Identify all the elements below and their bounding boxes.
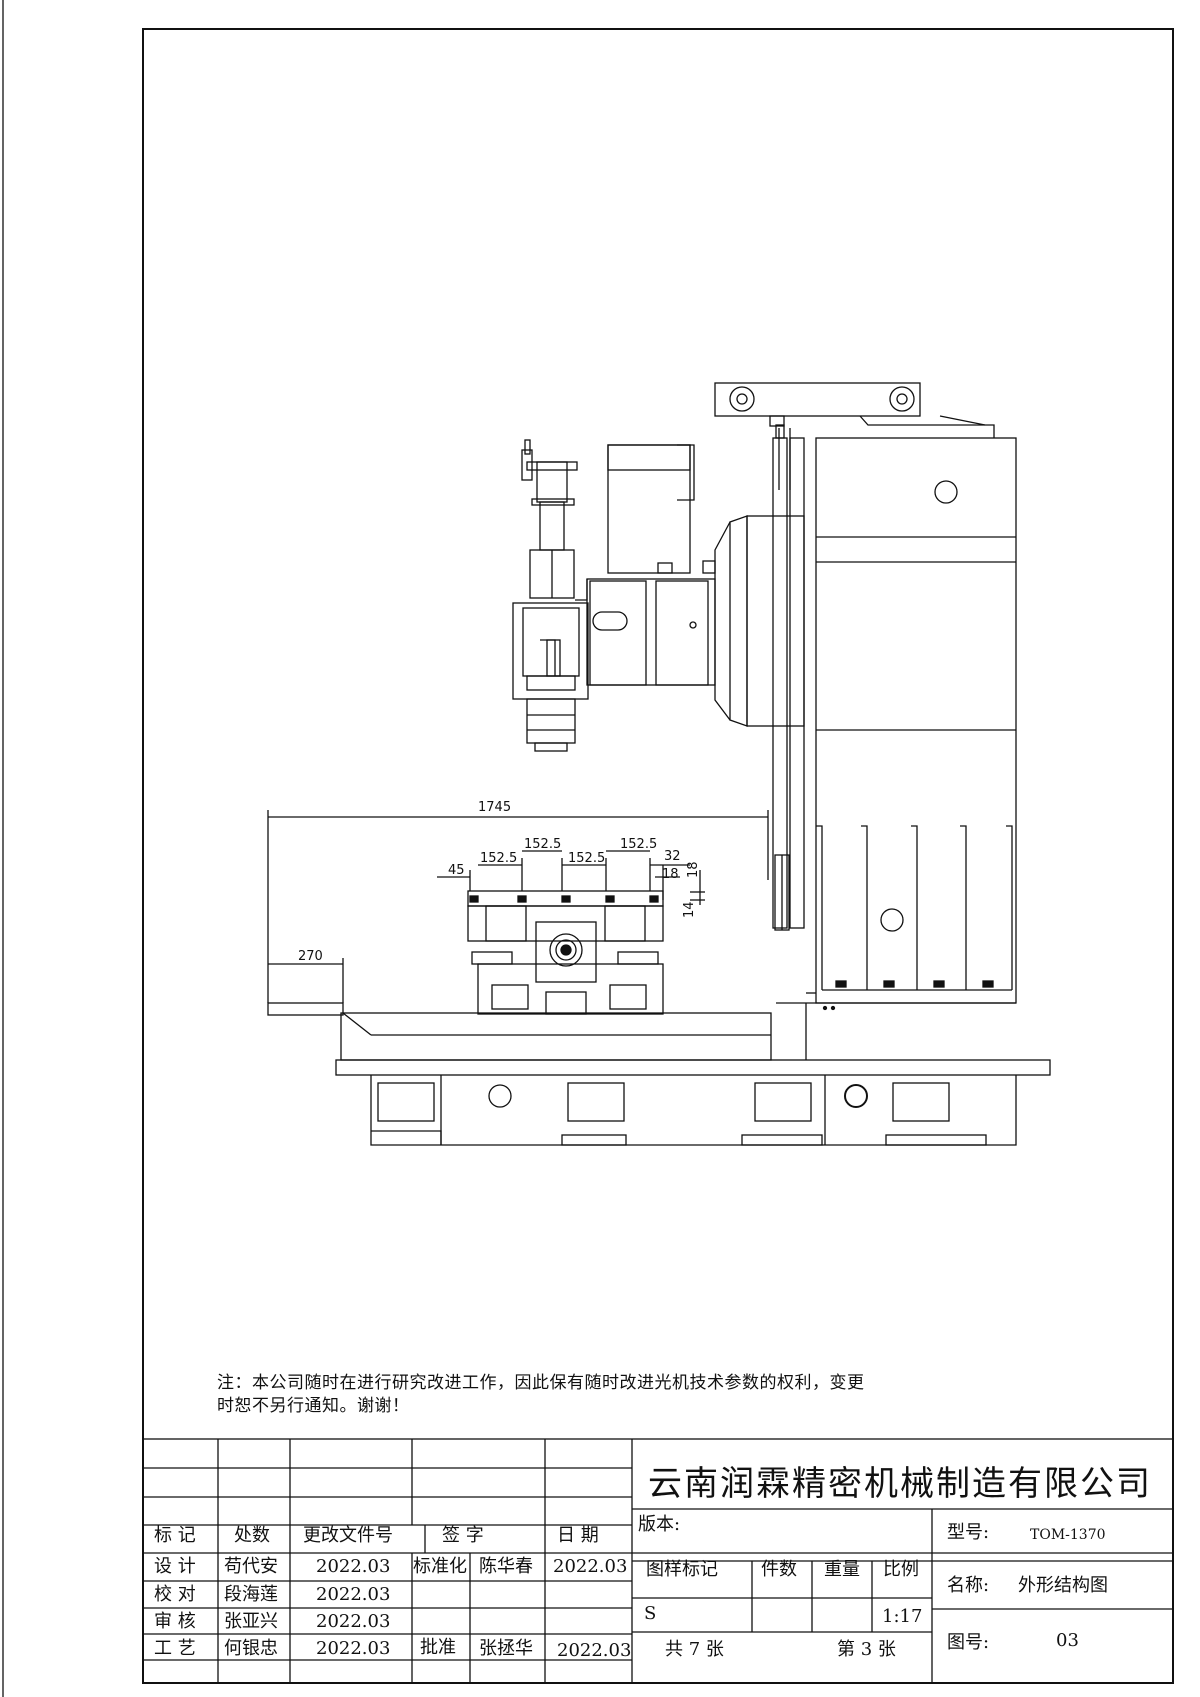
design-date: 2022.03: [316, 1556, 391, 1577]
weight-label: 重量: [824, 1559, 860, 1580]
saddle: [267, 1002, 772, 1061]
title-block-grid: [142, 1438, 1174, 1684]
dim-152-5-a: 152.5: [480, 851, 517, 866]
note-line-2: 时恕不另行通知。谢谢！: [217, 1396, 410, 1416]
approve-date: 2022.03: [557, 1640, 632, 1661]
role-approve: 批准: [420, 1637, 456, 1658]
header-sign: 签 字: [442, 1525, 484, 1546]
role-design: 设 计: [154, 1556, 196, 1577]
standard-date: 2022.03: [553, 1556, 628, 1577]
pattern-mark-label: 图样标记: [646, 1559, 718, 1580]
approver-name: 张拯华: [479, 1638, 533, 1659]
revision-note: 注：本公司随时在进行研究改进工作，因此保有随时改进光机技术参数的权利，变更 时恕…: [217, 1372, 977, 1418]
header-date: 日 期: [557, 1525, 599, 1546]
spindle-motor: [607, 444, 716, 574]
role-review: 审 核: [154, 1611, 196, 1632]
check-date: 2022.03: [316, 1584, 391, 1605]
header-mark: 标 记: [154, 1525, 196, 1546]
dim-152-5-c: 152.5: [568, 851, 605, 866]
name-value: 外形结构图: [1018, 1575, 1108, 1596]
dimension-lines: [267, 810, 769, 1003]
cable-carrier: [714, 382, 995, 439]
drawing-no-label: 图号:: [947, 1632, 990, 1653]
atc-cylinder: [521, 439, 578, 599]
pieces-label: 件数: [761, 1559, 797, 1580]
company-name: 云南润霖精密机械制造有限公司: [648, 1464, 1152, 1504]
dimension-labels: 1745 270 45 152.5 152.5 152.5 152.5 32 1…: [298, 800, 701, 964]
header-doc: 更改文件号: [303, 1525, 393, 1546]
process-date: 2022.03: [316, 1638, 391, 1659]
dim-18-b: 18: [686, 861, 701, 878]
header-count: 处数: [234, 1525, 270, 1546]
spindle-head: [512, 515, 805, 752]
scale-value: 1:17: [882, 1606, 923, 1627]
sheet-number: 第 3 张: [837, 1639, 896, 1660]
dim-32: 32: [664, 849, 681, 864]
dim-18-a: 18: [662, 867, 679, 882]
standardizer-name: 陈华春: [479, 1556, 533, 1577]
model-value: TOM-1370: [1030, 1527, 1106, 1543]
dim-14: 14: [682, 901, 697, 918]
worktable: [467, 890, 664, 1015]
name-label: 名称:: [947, 1575, 990, 1596]
designer-name: 苟代安: [224, 1556, 278, 1577]
dim-1745: 1745: [478, 800, 511, 815]
dim-152-5-b: 152.5: [524, 837, 561, 852]
column: [776, 437, 1017, 1060]
note-line-1: 注：本公司随时在进行研究改进工作，因此保有随时改进光机技术参数的权利，变更: [217, 1373, 865, 1393]
z-guide: [772, 428, 805, 931]
model-label: 型号:: [947, 1522, 990, 1543]
version-label: 版本:: [638, 1514, 681, 1535]
role-process: 工 艺: [154, 1638, 196, 1659]
processor-name: 何银忠: [224, 1638, 278, 1659]
role-check: 校 对: [154, 1584, 196, 1605]
machine-base: [335, 1059, 1051, 1146]
scale-label: 比例: [883, 1559, 919, 1580]
reviewer-name: 张亚兴: [224, 1611, 278, 1632]
drawing-no-value: 03: [1056, 1630, 1079, 1651]
dim-152-5-d: 152.5: [620, 837, 657, 852]
dim-270: 270: [298, 949, 323, 964]
s-mark: S: [644, 1603, 657, 1624]
total-sheets: 共 7 张: [665, 1639, 724, 1660]
drawing-border: [142, 28, 1174, 1684]
dim-45: 45: [448, 863, 465, 878]
role-standard: 标准化: [413, 1556, 467, 1577]
review-date: 2022.03: [316, 1611, 391, 1632]
checker-name: 段海莲: [224, 1584, 278, 1605]
